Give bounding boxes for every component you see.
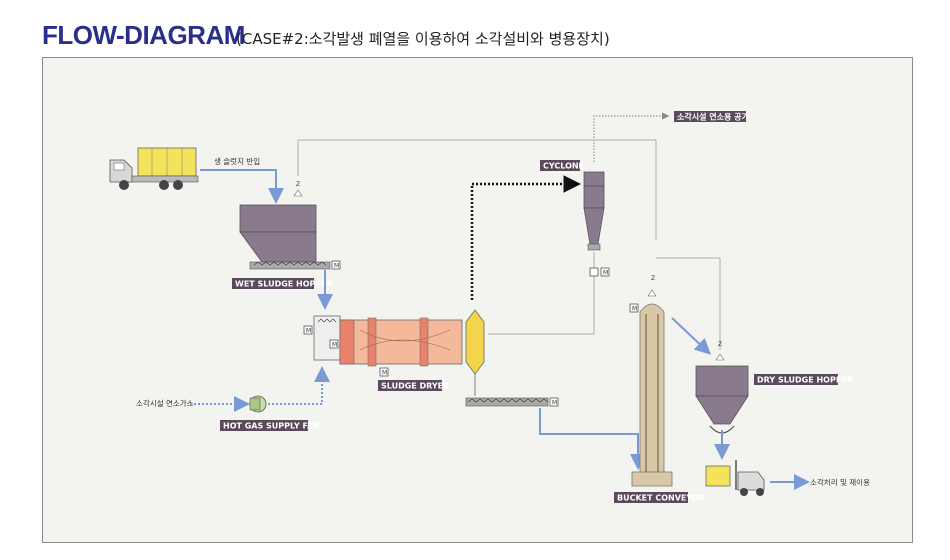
- motor-label-screw-conveyor: M: [552, 400, 557, 407]
- incinerator-air-label: 소각시설 연소용 공기: [677, 112, 749, 122]
- motor-screw-conveyor: [549, 397, 559, 407]
- raw-sludge-in-label: 생 슬럿지 반입: [214, 156, 260, 166]
- sludge-dryer: [313, 315, 463, 367]
- wet-sludge-hopper-tag: [232, 278, 314, 289]
- damper-label-hopper: Z: [296, 181, 300, 188]
- motor-label-dryer: M: [382, 370, 387, 377]
- dry-sludge-hopper: [695, 365, 749, 434]
- motor-label-bucket-conveyor: M: [632, 306, 637, 313]
- damper-label-bucket: Z: [651, 275, 655, 282]
- cyclone-tag: [540, 160, 580, 171]
- diagram-panel: [42, 57, 913, 543]
- motor-label-dryer-drive: M: [332, 342, 337, 349]
- forklift-icon: [705, 460, 765, 496]
- motor-label-hopper: M: [334, 263, 339, 270]
- rotary-valve-cyclone: [589, 267, 599, 277]
- hot-gas-supply-fan-tag: [220, 420, 308, 431]
- cyclone-label: CYCLONE: [543, 162, 584, 171]
- motor-dryer-drive: [329, 339, 339, 349]
- fan-icon: [249, 395, 267, 413]
- sludge-dryer-tag: [378, 380, 442, 391]
- product-collector: [465, 309, 485, 396]
- truck-icon: [109, 147, 199, 190]
- bucket-conveyor-tag: [614, 492, 688, 503]
- incinerator-gas-label: 소각시설 연소가스: [136, 398, 194, 408]
- dry-sludge-hopper-tag: [754, 374, 838, 385]
- damper-label-dry: Z: [718, 341, 722, 348]
- motor-hopper: [331, 260, 341, 270]
- incinerator-air-tag: [674, 111, 746, 122]
- motor-dryer-feed: [303, 325, 313, 335]
- incinerate-reuse-label: 소각처리 및 재이용: [810, 477, 870, 487]
- wet-sludge-hopper-label: WET SLUDGE HOPPER: [235, 280, 333, 289]
- dry-sludge-hopper-label: DRY SLUDGE HOPPER: [757, 376, 853, 385]
- wet-sludge-hopper: [239, 204, 331, 270]
- bucket-conveyor: [631, 303, 673, 487]
- cyclone: [583, 171, 605, 251]
- motor-cyclone: [600, 267, 610, 277]
- screw-conveyor: [465, 397, 549, 407]
- motor-bucket-conveyor: [629, 303, 639, 313]
- bucket-conveyor-label: BUCKET CONVEYOR: [617, 494, 705, 503]
- page-title: FLOW-DIAGRAM: [42, 20, 245, 50]
- motor-dryer: [379, 367, 389, 377]
- sludge-dryer-label: SLUDGE DRYER: [381, 382, 449, 391]
- motor-label-dryer-feed: M: [306, 328, 311, 335]
- hot-gas-supply-fan-label: HOT GAS SUPPLY FAN: [223, 422, 320, 431]
- page-subtitle: (CASE#2:소각발생 폐열을 이용하여 소각설비와 병용장치): [236, 30, 610, 48]
- motor-label-cyclone: M: [603, 270, 608, 277]
